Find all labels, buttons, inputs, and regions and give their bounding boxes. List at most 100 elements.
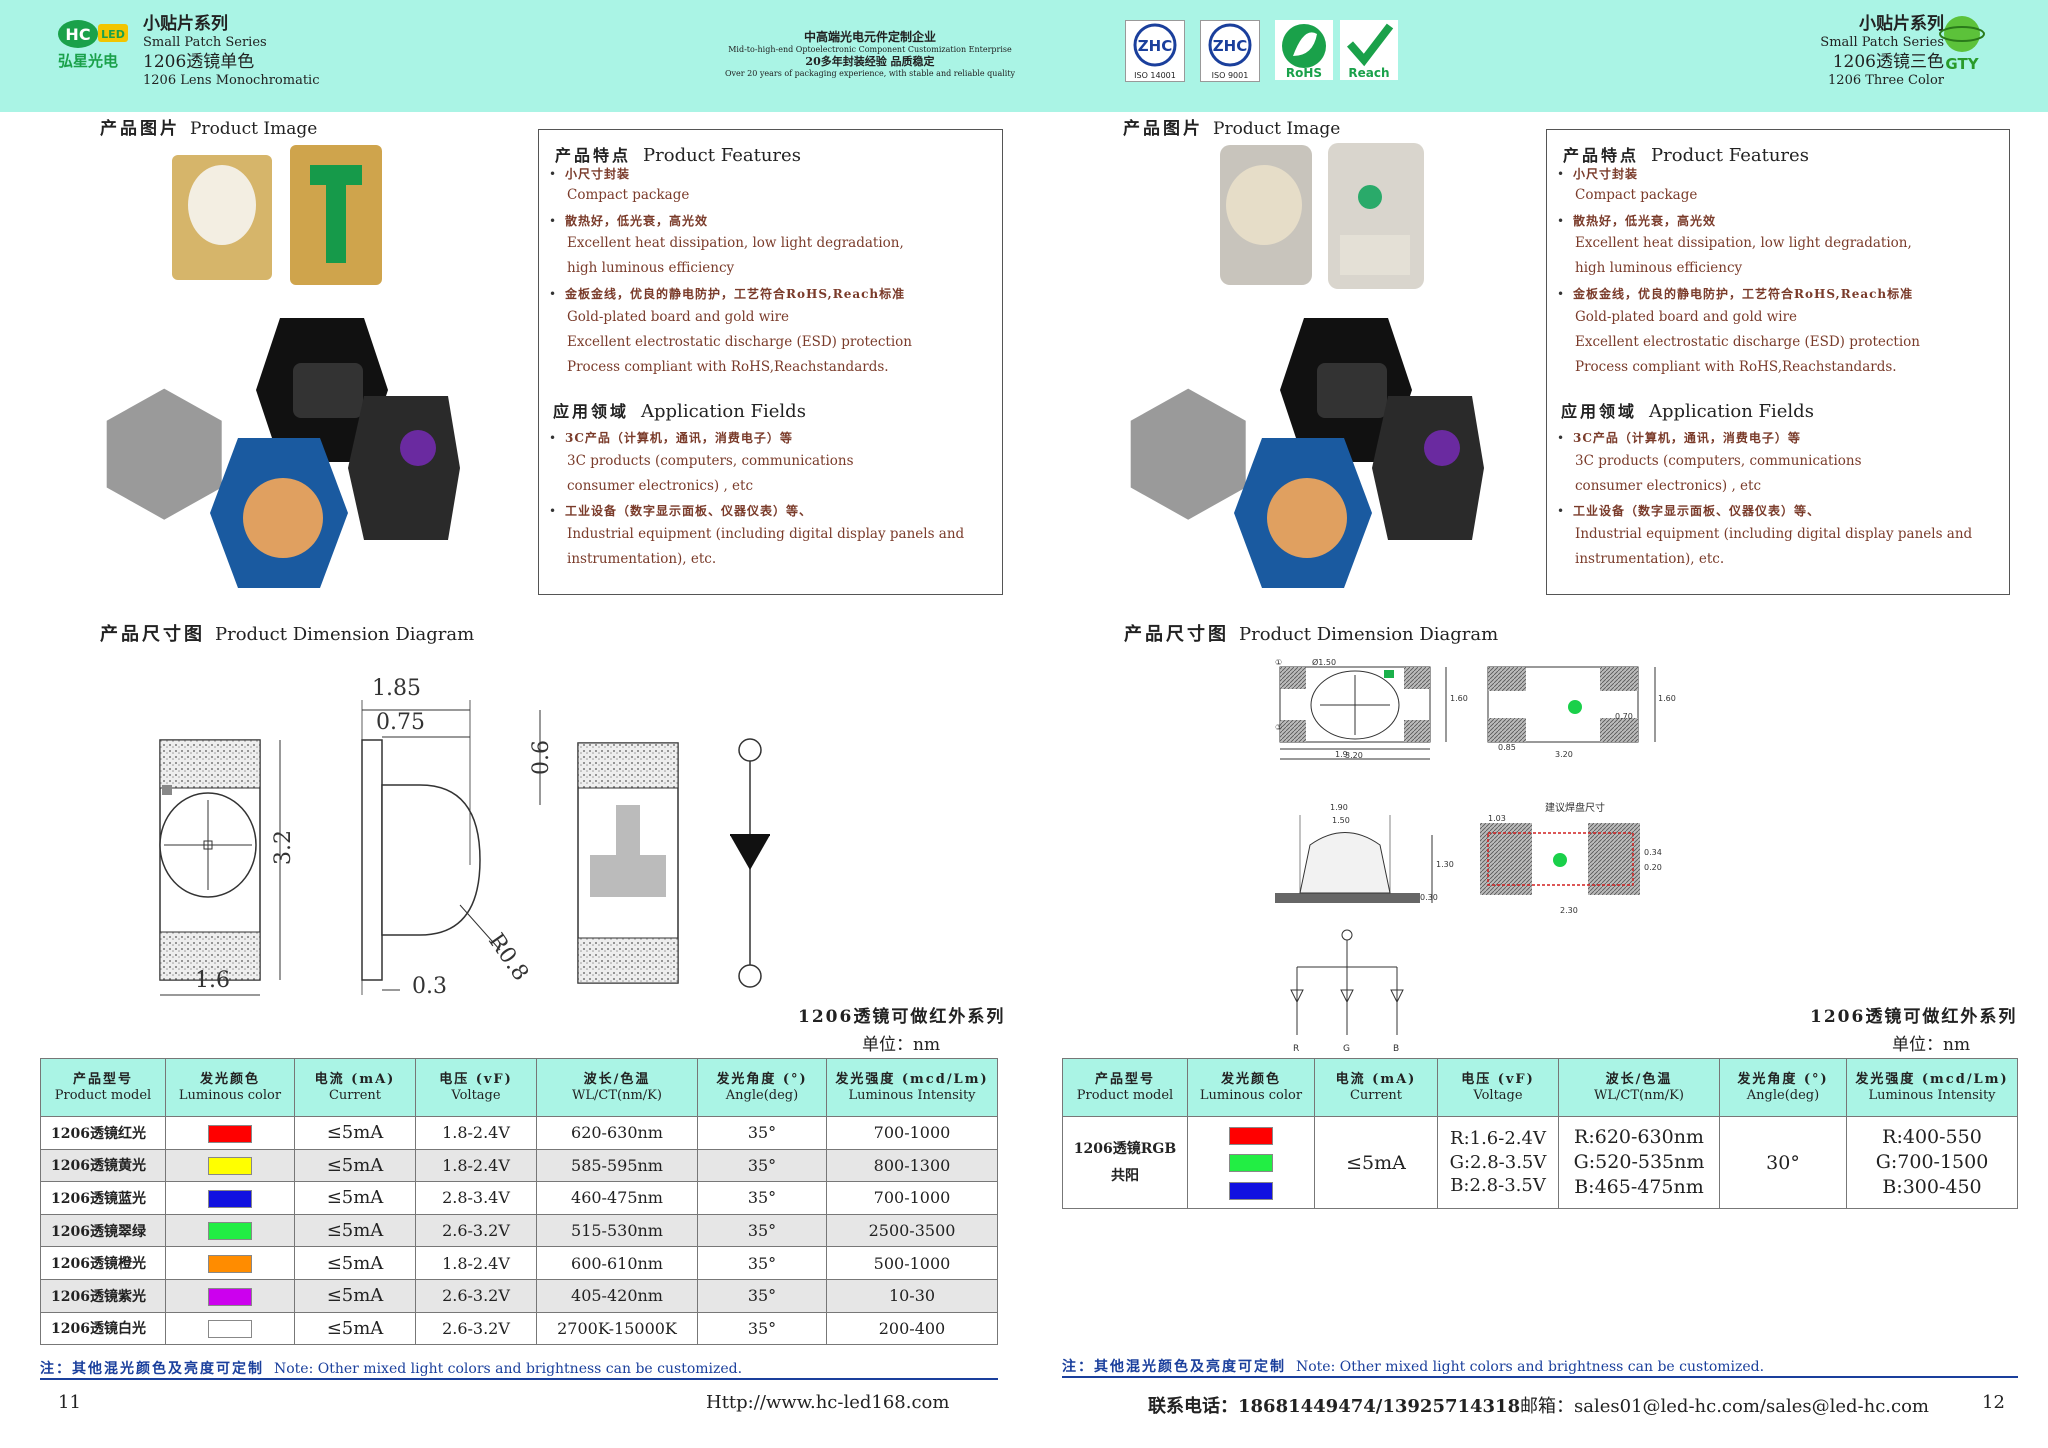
feature-en: Excellent heat dissipation, low light de… — [1575, 235, 1912, 251]
series-cn: 小贴片系列 — [143, 14, 228, 34]
cell-voltage: 2.6-3.2V — [415, 1311, 537, 1346]
color-swatch-red — [1229, 1126, 1273, 1145]
cell-voltage: 1.8-2.4V — [415, 1116, 537, 1150]
bullet-icon: • — [549, 287, 557, 301]
svg-text:LED: LED — [101, 28, 125, 41]
application-en: Industrial equipment (including digital … — [567, 526, 965, 542]
cell-current: ≤5mA — [294, 1148, 416, 1183]
cell-angle: 35° — [697, 1311, 827, 1346]
svg-text:1.60: 1.60 — [1658, 694, 1676, 703]
cell-model: 1206透镜红光 — [40, 1116, 166, 1150]
series-en: Small Patch Series — [1820, 35, 1944, 51]
gty-logo-icon: GTY — [1939, 16, 1985, 72]
th-intensity: 发光强度 (mcd/Lm)Luminous Intensity — [1846, 1058, 2018, 1117]
circle-3-icon: ③ — [1275, 723, 1282, 732]
cell-intensity: 10-30 — [826, 1278, 998, 1313]
slogan-line1: 中高端光电元件定制企业 — [803, 30, 936, 44]
feature-en: Process compliant with RoHS,Reachstandar… — [1575, 359, 1897, 375]
cell-current: ≤5mA — [294, 1181, 416, 1215]
cell-wavelength: 2700K-15000K — [536, 1311, 698, 1346]
application-cn: 3C产品（计算机，通讯，消费电子）等 — [1573, 431, 1801, 445]
brand-text: 弘星光电 — [58, 52, 119, 70]
color-swatch — [208, 1124, 252, 1143]
application-cn: 3C产品（计算机，通讯，消费电子）等 — [565, 431, 793, 445]
feature-en: Gold-plated board and gold wire — [1575, 309, 1798, 325]
svg-text:R: R — [1293, 1044, 1299, 1054]
contact-email[interactable]: 邮箱：sales01@led-hc.com/sales@led-hc.com — [1520, 1396, 1929, 1417]
feature-en: Excellent electrostatic discharge (ESD) … — [1575, 334, 1920, 350]
th-voltage: 电压 (vF)Voltage — [415, 1058, 537, 1117]
cell-color — [165, 1148, 295, 1183]
application-cn: 工业设备（数字显示面板、仪器仪表）等、 — [565, 504, 813, 518]
cell-current: ≤5mA — [294, 1278, 416, 1313]
svg-text:3.20: 3.20 — [1345, 751, 1363, 760]
cell-voltage: 2.8-3.4V — [415, 1181, 537, 1215]
cert-label: ISO 9001 — [1211, 71, 1249, 80]
zhc-seal-icon: ZHC — [1208, 23, 1252, 67]
cell-intensity: 200-400 — [826, 1311, 998, 1346]
feature-en: high luminous efficiency — [1575, 260, 1743, 276]
iso14001-cert-badge: ZHC ISO 14001 — [1125, 20, 1185, 82]
feature-cn: 小尺寸封装 — [1573, 167, 1639, 181]
application-en: 3C products (computers, communications — [567, 453, 854, 469]
color-swatch-green — [1229, 1154, 1273, 1173]
rohs-cert-badge: RoHS — [1275, 20, 1333, 80]
feature-cn: 小尺寸封装 — [565, 167, 631, 181]
cell-wavelength: 620-630nm — [536, 1116, 698, 1150]
model-en: 1206 Lens Monochromatic — [143, 72, 320, 88]
bullet-icon: • — [1557, 504, 1565, 518]
feature-cn: 金板金线，优良的静电防护，工艺符合RoHS,Reach标准 — [565, 287, 906, 301]
svg-text:0.30: 0.30 — [1420, 893, 1438, 902]
cell-intensity: 2500-3500 — [826, 1213, 998, 1248]
cell-current: ≤5mA — [294, 1311, 416, 1346]
contact-phone: 联系电话：18681449474/13925714318 — [1148, 1396, 1521, 1417]
cell-model: 1206透镜紫光 — [40, 1278, 166, 1313]
application-en: instrumentation), etc. — [567, 551, 717, 567]
right-series-note: 1206透镜可做红外系列 — [1810, 1007, 2018, 1027]
svg-text:G: G — [1343, 1044, 1350, 1054]
th-intensity: 发光强度 (mcd/Lm)Luminous Intensity — [826, 1058, 998, 1117]
zhc-seal-icon: ZHC — [1133, 23, 1177, 67]
bullet-icon: • — [1557, 287, 1565, 301]
right-unit-label: 单位：nm — [1892, 1035, 1971, 1055]
cell-intensity: 500-1000 — [826, 1246, 998, 1280]
website-link[interactable]: Http://www.hc-led168.com — [706, 1392, 950, 1413]
model-en: 1206 Three Color — [1828, 72, 1944, 88]
checkmark-icon: Reach — [1346, 23, 1394, 80]
svg-text:1.90: 1.90 — [1330, 803, 1348, 812]
color-swatch — [208, 1320, 252, 1339]
slogan-line3: 20多年封装经验 品质稳定 — [805, 55, 935, 68]
model-cn: 1206透镜三色 — [1832, 51, 1944, 72]
svg-text:0.85: 0.85 — [1498, 743, 1516, 752]
cell-wavelength: 585-595nm — [536, 1148, 698, 1183]
series-cn: 小贴片系列 — [1859, 14, 1944, 34]
svg-text:1.50: 1.50 — [1332, 816, 1350, 825]
cell-color — [165, 1311, 295, 1346]
cell-wavelength: 600-610nm — [536, 1246, 698, 1280]
svg-text:1.6: 1.6 — [195, 968, 230, 993]
svg-text:1.9: 1.9 — [1335, 750, 1348, 759]
application-en: consumer electronics) , etc — [567, 478, 754, 494]
feature-cn: 金板金线，优良的静电防护，工艺符合RoHS,Reach标准 — [1573, 287, 1914, 301]
application-hex-collage — [106, 318, 460, 588]
cell-intensity: 800-1300 — [826, 1148, 998, 1183]
application-cn: 工业设备（数字显示面板、仪器仪表）等、 — [1573, 504, 1821, 518]
application-en: Industrial equipment (including digital … — [1575, 526, 1973, 542]
left-footer-rule — [40, 1378, 998, 1380]
